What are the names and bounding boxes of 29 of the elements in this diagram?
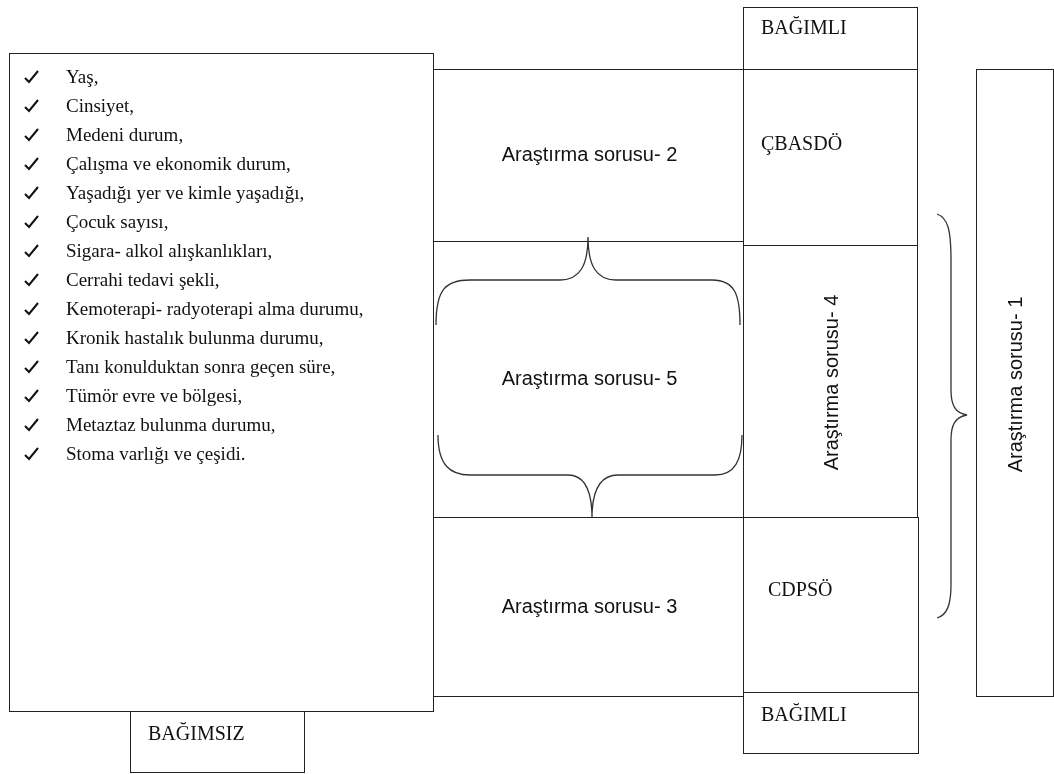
box-label: Araştırma sorusu- 1 — [1004, 296, 1028, 472]
list-item: Medeni durum, — [66, 123, 185, 147]
list-item: Stoma varlığı ve çeşidi. — [66, 442, 247, 466]
list-item: Çocuk sayısı, — [66, 210, 170, 234]
box-label: CDPSÖ — [768, 578, 833, 601]
list-item: Çalışma ve ekonomik durum, — [66, 152, 292, 176]
list-item: Tanı konulduktan sonra geçen süre, — [66, 355, 337, 379]
box-label: Araştırma sorusu- 4 — [820, 294, 843, 471]
box-label: ÇBASDÖ — [761, 132, 843, 155]
list-item: Cinsiyet, — [66, 94, 136, 118]
process-box — [976, 69, 1054, 697]
box-label: Araştırma sorusu- 5 — [501, 367, 678, 390]
list-item: Metaztaz bulunma durumu, — [66, 413, 277, 437]
process-box — [130, 711, 305, 773]
list-item: Yaş, — [66, 65, 100, 89]
list-item: Cerrahi tedavi şekli, — [66, 268, 221, 292]
box-label: BAĞIMLI — [761, 16, 847, 39]
list-item: Kemoterapi- radyoterapi alma durumu, — [66, 297, 365, 321]
process-box — [743, 7, 918, 70]
list-item: Kronik hastalık bulunma durumu, — [66, 326, 325, 350]
box-label: Araştırma sorusu- 3 — [501, 594, 678, 618]
variable-list-box — [9, 53, 434, 712]
box-label: Araştırma sorusu- 2 — [501, 143, 678, 166]
list-item: Tümör evre ve bölgesi, — [66, 384, 244, 408]
list-item: Yaşadığı yer ve kimle yaşadığı, — [66, 181, 306, 205]
list-item: Sigara- alkol alışkanlıkları, — [66, 239, 274, 263]
box-label: BAĞIMLI — [761, 703, 847, 726]
box-label: BAĞIMSIZ — [148, 722, 245, 745]
process-box — [743, 692, 919, 754]
